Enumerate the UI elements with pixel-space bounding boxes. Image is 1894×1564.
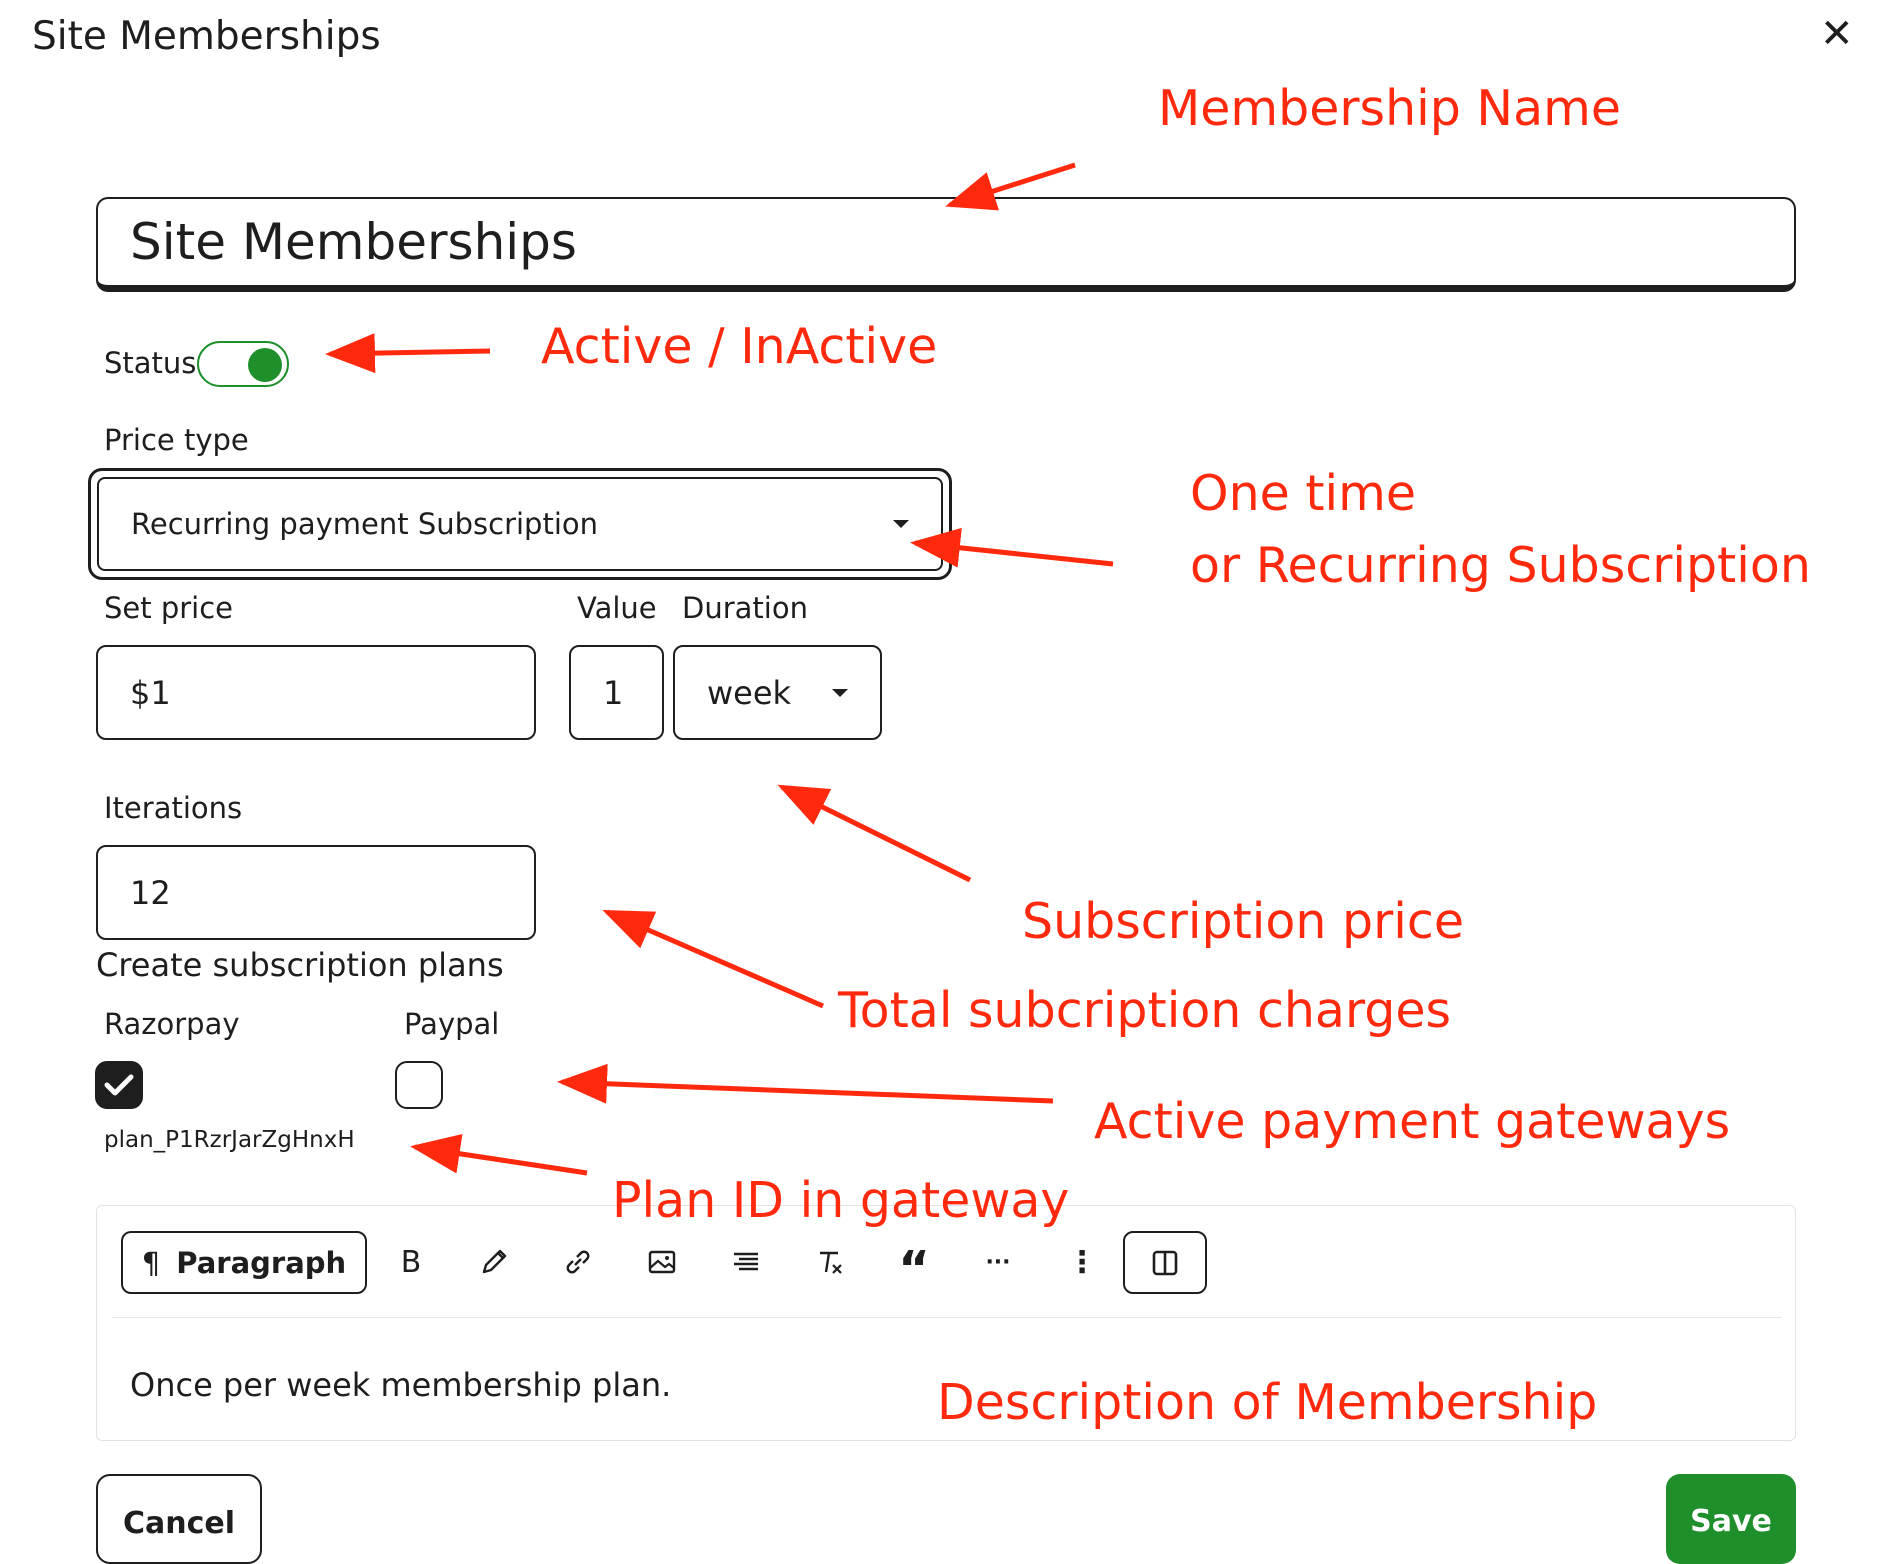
dialog-title: Site Memberships <box>32 14 381 59</box>
duration-value: week <box>707 673 792 712</box>
arrow-price-type <box>910 527 1114 568</box>
value-label: Value <box>577 591 657 625</box>
razorpay-plan-id: plan_P1RzrJarZgHnxH <box>104 1127 355 1153</box>
align-icon[interactable] <box>722 1238 770 1286</box>
set-price-input[interactable]: $1 <box>96 645 536 740</box>
annotation-subscription-price: Subscription price <box>1022 893 1464 950</box>
toolbar-divider <box>112 1317 1782 1318</box>
more-vertical-icon[interactable]: ⋮ <box>1058 1238 1106 1286</box>
pencil-icon[interactable] <box>470 1238 518 1286</box>
description-text[interactable]: Once per week membership plan. <box>130 1366 672 1404</box>
arrow-status <box>325 333 491 374</box>
block-type-label: Paragraph <box>176 1245 347 1280</box>
annotation-status: Active / InActive <box>541 318 938 375</box>
price-type-value: Recurring payment Subscription <box>131 507 599 541</box>
status-label: Status <box>104 346 197 380</box>
annotation-gateways: Active payment gateways <box>1094 1093 1731 1150</box>
panel-toggle-icon[interactable] <box>1123 1231 1207 1294</box>
link-icon[interactable] <box>554 1238 602 1286</box>
annotation-price-type-2: or Recurring Subscription <box>1190 537 1811 594</box>
image-icon[interactable] <box>638 1238 686 1286</box>
more-h-glyph: ··· <box>985 1249 1011 1275</box>
arrow-subscription-price <box>777 784 972 883</box>
description-editor[interactable] <box>96 1205 1796 1441</box>
quote-icon[interactable]: “ <box>890 1238 938 1293</box>
gateway-label-razorpay: Razorpay <box>104 1007 240 1041</box>
close-icon[interactable]: ✕ <box>1820 11 1854 57</box>
duration-label: Duration <box>682 591 808 625</box>
razorpay-checkbox[interactable] <box>95 1061 143 1109</box>
value-input[interactable]: 1 <box>569 645 664 740</box>
clear-format-icon[interactable] <box>806 1238 854 1286</box>
chevron-down-icon <box>832 688 848 697</box>
annotation-total-charges: Total subcription charges <box>838 982 1452 1039</box>
more-v-glyph: ⋮ <box>1067 1244 1097 1280</box>
annotation-price-type-1: One time <box>1190 465 1417 522</box>
chevron-down-icon <box>893 520 909 528</box>
checkmark-icon <box>104 1074 134 1096</box>
toggle-knob <box>248 348 282 382</box>
quote-glyph: “ <box>898 1241 930 1297</box>
arrow-membership-name <box>945 162 1076 211</box>
bold-glyph: B <box>400 1244 422 1280</box>
price-type-select[interactable]: Recurring payment Subscription <box>88 468 952 580</box>
paypal-checkbox[interactable] <box>395 1061 443 1109</box>
set-price-value: $1 <box>130 673 171 712</box>
status-toggle[interactable] <box>197 341 289 387</box>
arrow-total-charges <box>602 909 824 1009</box>
gateway-label-paypal: Paypal <box>404 1007 500 1041</box>
set-price-label: Set price <box>104 591 234 625</box>
iterations-input[interactable]: 12 <box>96 845 536 940</box>
arrow-plan-id <box>410 1133 588 1176</box>
price-type-label: Price type <box>104 423 249 457</box>
cancel-label: Cancel <box>122 1506 236 1541</box>
annotation-membership-name: Membership Name <box>1158 80 1621 137</box>
annotation-description: Description of Membership <box>937 1374 1598 1431</box>
bold-icon[interactable]: B <box>387 1238 435 1286</box>
save-label: Save <box>1690 1504 1772 1539</box>
annotation-plan-id: Plan ID in gateway <box>612 1172 1070 1229</box>
duration-select[interactable]: week <box>673 645 882 740</box>
iterations-value: 12 <box>130 873 171 912</box>
value-value: 1 <box>603 673 624 712</box>
iterations-label: Iterations <box>104 791 243 825</box>
block-type-button[interactable]: ¶ Paragraph <box>121 1231 367 1294</box>
membership-name-input[interactable]: Site Memberships <box>96 197 1796 292</box>
membership-name-value: Site Memberships <box>130 213 577 271</box>
paragraph-icon: ¶ <box>141 1245 161 1280</box>
more-horizontal-icon[interactable]: ··· <box>974 1238 1022 1286</box>
plans-heading: Create subscription plans <box>96 946 504 984</box>
arrow-gateways <box>557 1063 1054 1104</box>
